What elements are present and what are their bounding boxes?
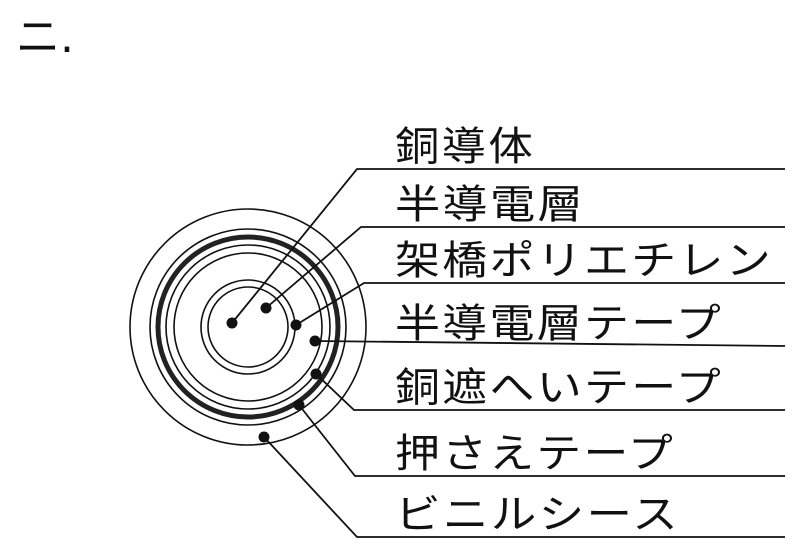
leader-line-copper-shield-tape <box>315 373 785 411</box>
label-vinyl-sheath: ビニルシース <box>395 492 680 538</box>
semiconductive-layer-ring <box>200 279 296 375</box>
xlpe-insulation-ring <box>173 252 323 402</box>
dot-xlpe <box>290 319 302 331</box>
label-copper-shield-tape: 銅遮へいテープ <box>395 365 723 411</box>
dot-conductor <box>226 317 238 329</box>
dot-vinyl-sheath <box>258 431 270 443</box>
leader-line-semiconductive-layer <box>265 226 785 309</box>
vinyl-sheath-ring <box>129 208 367 446</box>
marker-dots <box>226 302 322 443</box>
leader-line-vinyl-sheath <box>263 436 785 538</box>
semiconductive-tape-ring <box>165 244 331 410</box>
copper-shield-tape-ring <box>155 234 341 420</box>
binder-tape-ring <box>149 228 347 426</box>
leader-line-conductor <box>231 168 785 324</box>
leader-line-binder-tape <box>298 404 785 477</box>
leader-line-semiconductive-tape <box>314 340 786 347</box>
label-xlpe: 架橋ポリエチレン <box>395 238 773 284</box>
dot-semiconductive-layer <box>260 302 272 314</box>
label-binder-tape: 押さえテープ <box>395 431 675 477</box>
dot-semiconductive-tape <box>309 335 321 347</box>
leader-line-xlpe <box>295 282 785 326</box>
cable-cross-section <box>129 208 367 446</box>
label-semiconductive-layer: 半導電層 <box>395 182 585 228</box>
dot-binder-tape <box>293 399 305 411</box>
label-semiconductive-tape: 半導電層テープ <box>395 301 723 347</box>
dot-copper-shield-tape <box>310 368 322 380</box>
leader-lines <box>231 168 786 538</box>
heading: ニ. <box>16 12 74 63</box>
conductor-ring <box>207 286 289 368</box>
label-conductor: 銅導体 <box>395 124 535 170</box>
layer-labels: 銅導体 半導電層 架橋ポリエチレン 半導電層テープ 銅遮へいテープ 押さえテープ… <box>395 124 773 538</box>
